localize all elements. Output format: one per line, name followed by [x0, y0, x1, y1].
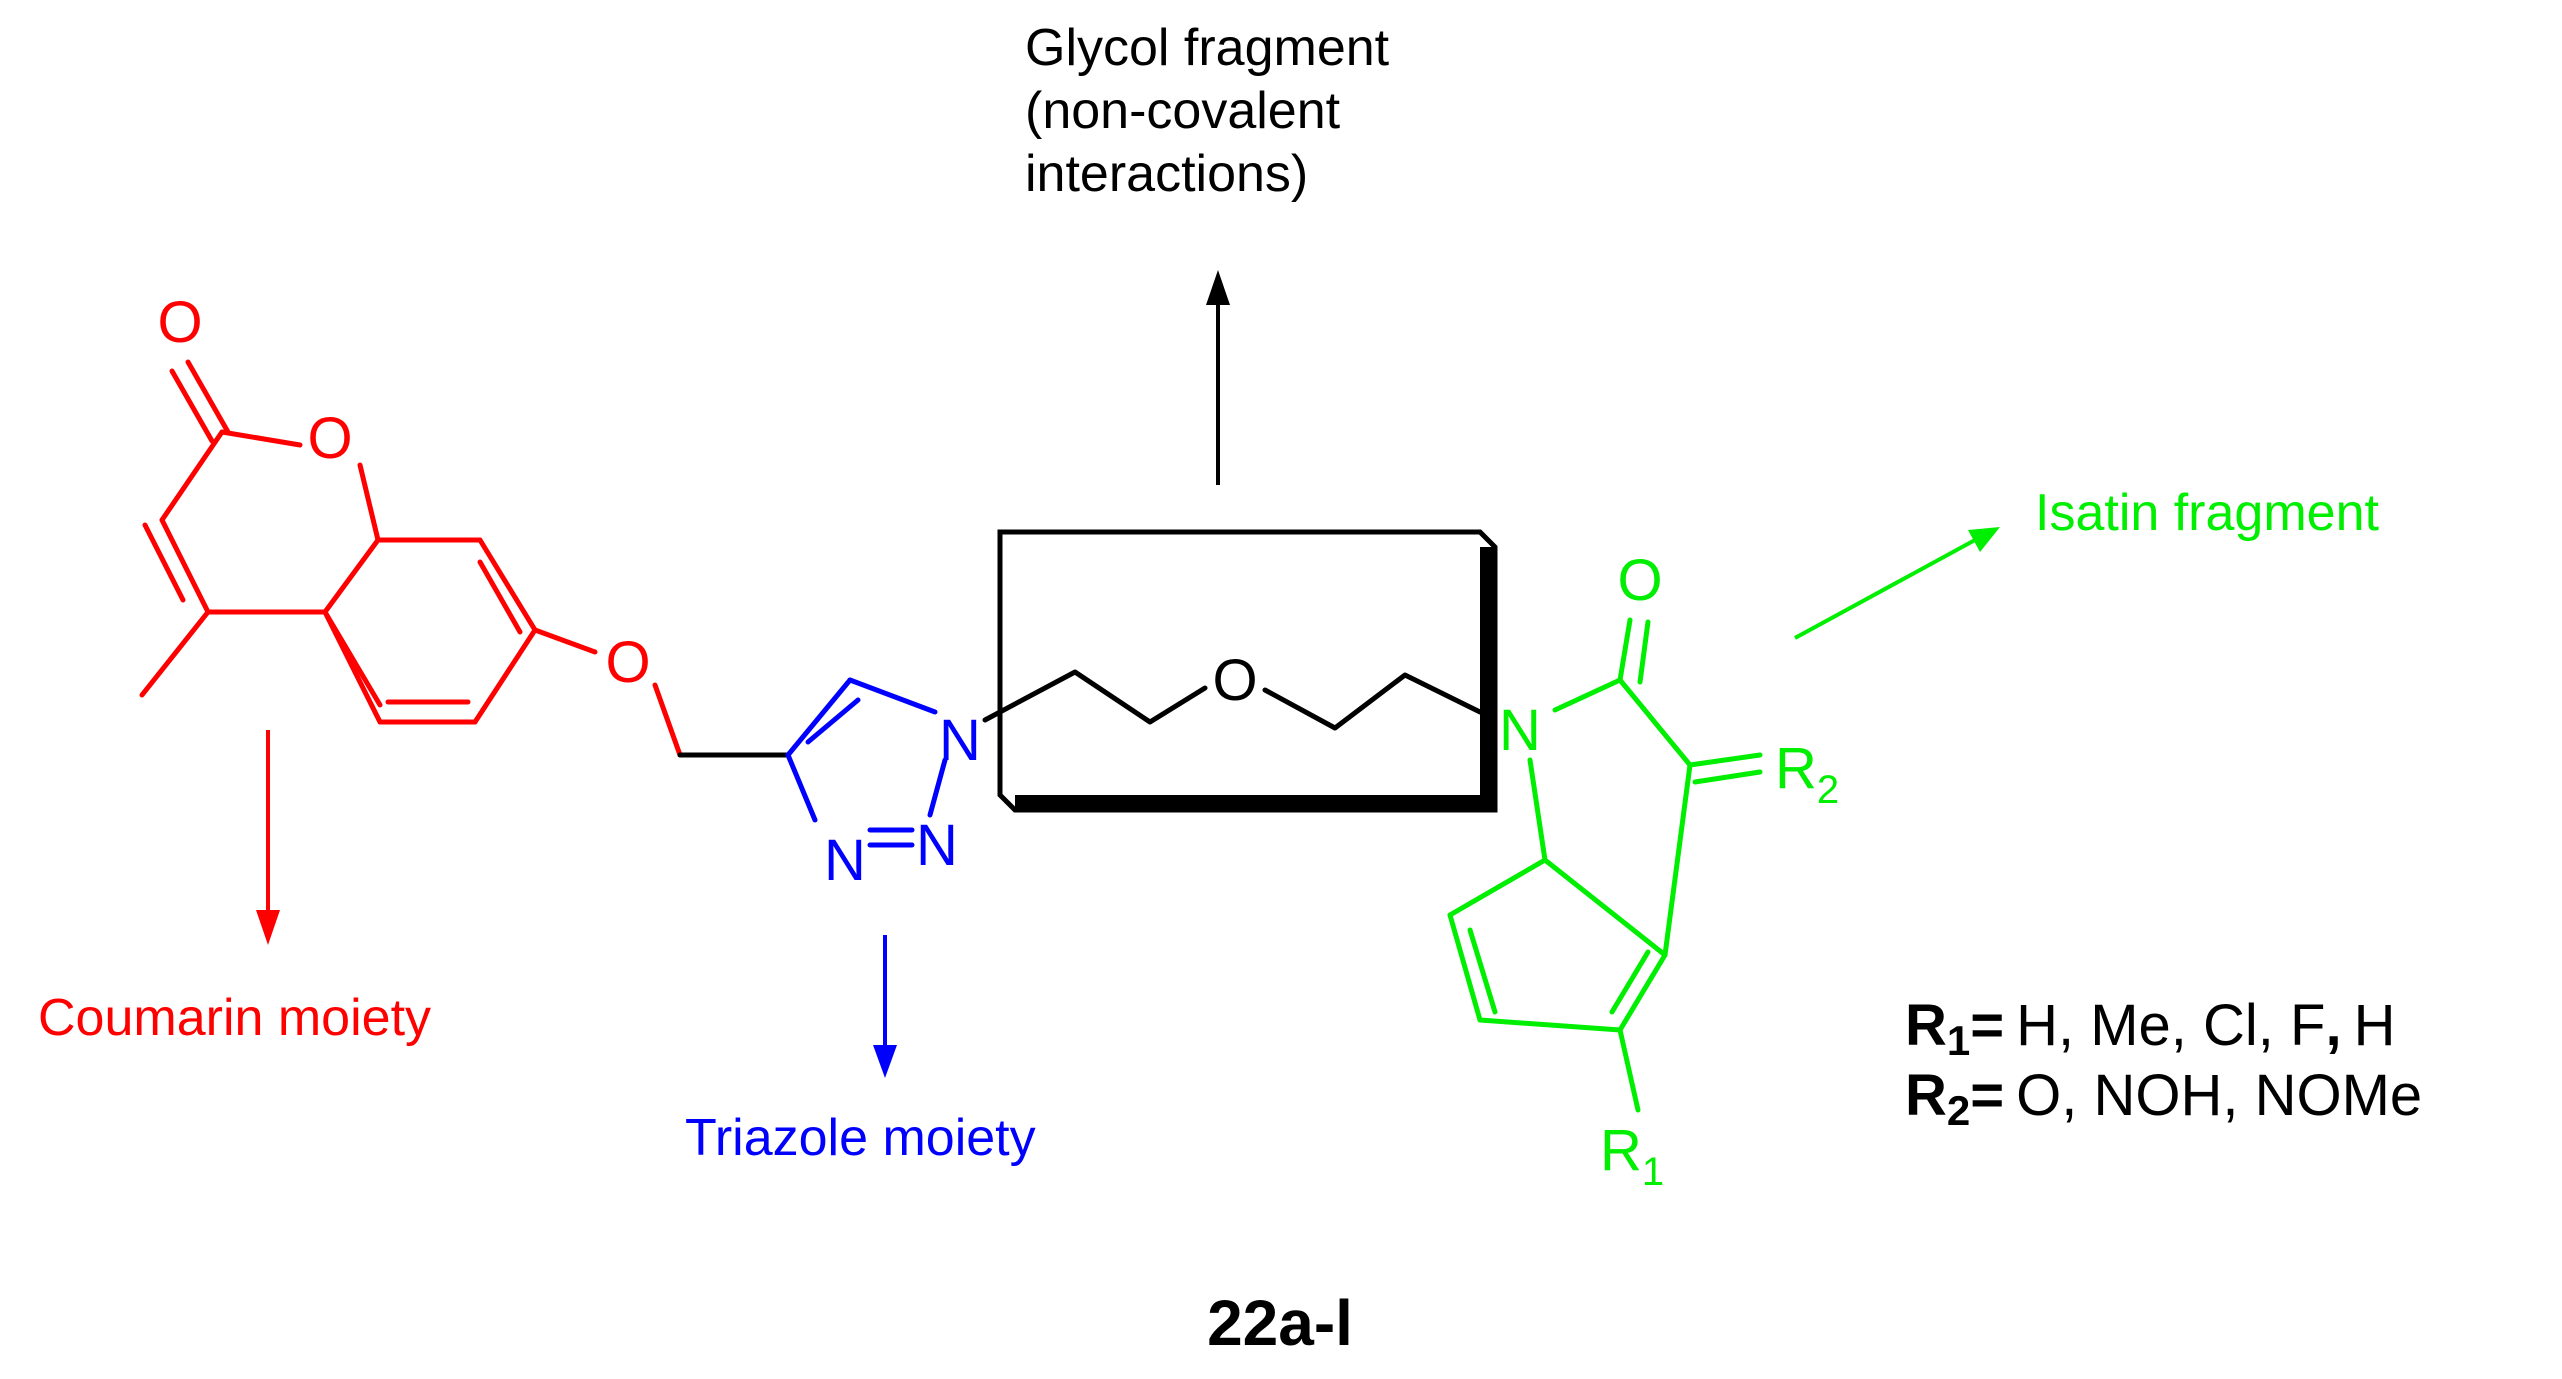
coumarin-ether-bond — [652, 682, 683, 758]
isatin-n: N — [1499, 698, 1541, 763]
coumarin-bond — [159, 429, 225, 523]
substituent-legend: R1=H, Me, Cl, F,H R2=O, NOH, NOMe — [1905, 993, 2422, 1134]
isatin-double-bond — [1467, 927, 1498, 1015]
coumarin-carbonyl-bond-b — [169, 368, 215, 444]
coumarin-bond — [219, 429, 303, 448]
isatin-double-bond — [1609, 949, 1651, 1015]
isatin-carbonyl-bond — [1637, 619, 1651, 685]
coumarin-ether-o: O — [605, 630, 650, 695]
glycol-label-line3: interactions) — [1025, 145, 1308, 203]
isatin-bond — [1542, 857, 1668, 958]
isatin-o: O — [1617, 548, 1662, 613]
triazole-n2: N — [916, 813, 958, 878]
isatin-r1-bond — [1617, 1027, 1641, 1113]
isatin-carbonyl-bond — [1617, 617, 1633, 683]
coumarin-bond — [477, 537, 538, 633]
coumarin-double-bond — [142, 522, 186, 603]
coumarin-structure: O O O — [139, 290, 683, 758]
isatin-arrow-line — [1794, 538, 1976, 640]
isatin-bond — [1552, 677, 1623, 713]
triazole-bond — [927, 757, 948, 818]
glycol-label-line2: (non-covalent — [1025, 82, 1341, 140]
isatin-bond — [1617, 952, 1668, 1033]
triazole-arrow-head — [873, 1045, 897, 1078]
isatin-r1: R1 — [1600, 1118, 1664, 1194]
isatin-arrow-head — [1968, 527, 2000, 552]
r1-definition: R1=H, Me, Cl, F,H — [1905, 993, 2395, 1064]
glycol-o: O — [1212, 648, 1257, 713]
isatin-label: Isatin fragment — [2035, 484, 2379, 542]
triazole-bond — [785, 677, 853, 758]
coumarin-double-bond — [477, 559, 523, 635]
coumarin-ring-o: O — [307, 406, 352, 471]
coumarin-carbonyl-bond-a — [185, 359, 231, 435]
triazole-bond — [847, 677, 938, 715]
triazole-structure: N N N — [677, 677, 981, 893]
triazole-label: Triazole moiety — [685, 1109, 1036, 1167]
isatin-r2-bond — [1692, 769, 1763, 785]
isatin-bond — [1617, 677, 1693, 768]
coumarin-bond — [159, 517, 211, 615]
triazole-double-bond — [805, 697, 861, 745]
glycol-arrow-head — [1206, 270, 1230, 305]
isatin-bond — [1447, 912, 1483, 1023]
triazole-n1: N — [939, 708, 981, 773]
glycol-structure: O — [982, 270, 1498, 813]
coumarin-ether-bond — [532, 627, 598, 655]
coumarin-bond — [322, 609, 383, 725]
coumarin-methyl-bond — [139, 609, 211, 698]
isatin-bond — [1662, 762, 1693, 958]
coumarin-arrow-head — [256, 910, 280, 945]
triazole-bond — [785, 752, 818, 823]
coumarin-label: Coumarin moiety — [38, 989, 431, 1047]
triazole-n3: N — [824, 828, 866, 893]
glycol-chain-right — [1262, 672, 1483, 731]
glycol-label-line1: Glycol fragment — [1025, 19, 1390, 77]
isatin-bond — [1477, 1017, 1623, 1033]
isatin-bond — [1527, 757, 1548, 863]
glycol-chain-left — [982, 669, 1208, 725]
compound-label: 22a-l — [1207, 1287, 1353, 1359]
isatin-structure: N O R2 R1 — [1447, 548, 1839, 1194]
coumarin-bond — [357, 462, 381, 543]
isatin-bond — [1447, 857, 1548, 918]
coumarin-bond — [322, 537, 381, 615]
isatin-r2-bond — [1687, 752, 1763, 768]
r2-definition: R2=O, NOH, NOMe — [1905, 1063, 2422, 1134]
coumarin-carbonyl-o: O — [157, 290, 202, 355]
coumarin-bond — [472, 627, 538, 725]
isatin-r2: R2 — [1775, 736, 1839, 812]
